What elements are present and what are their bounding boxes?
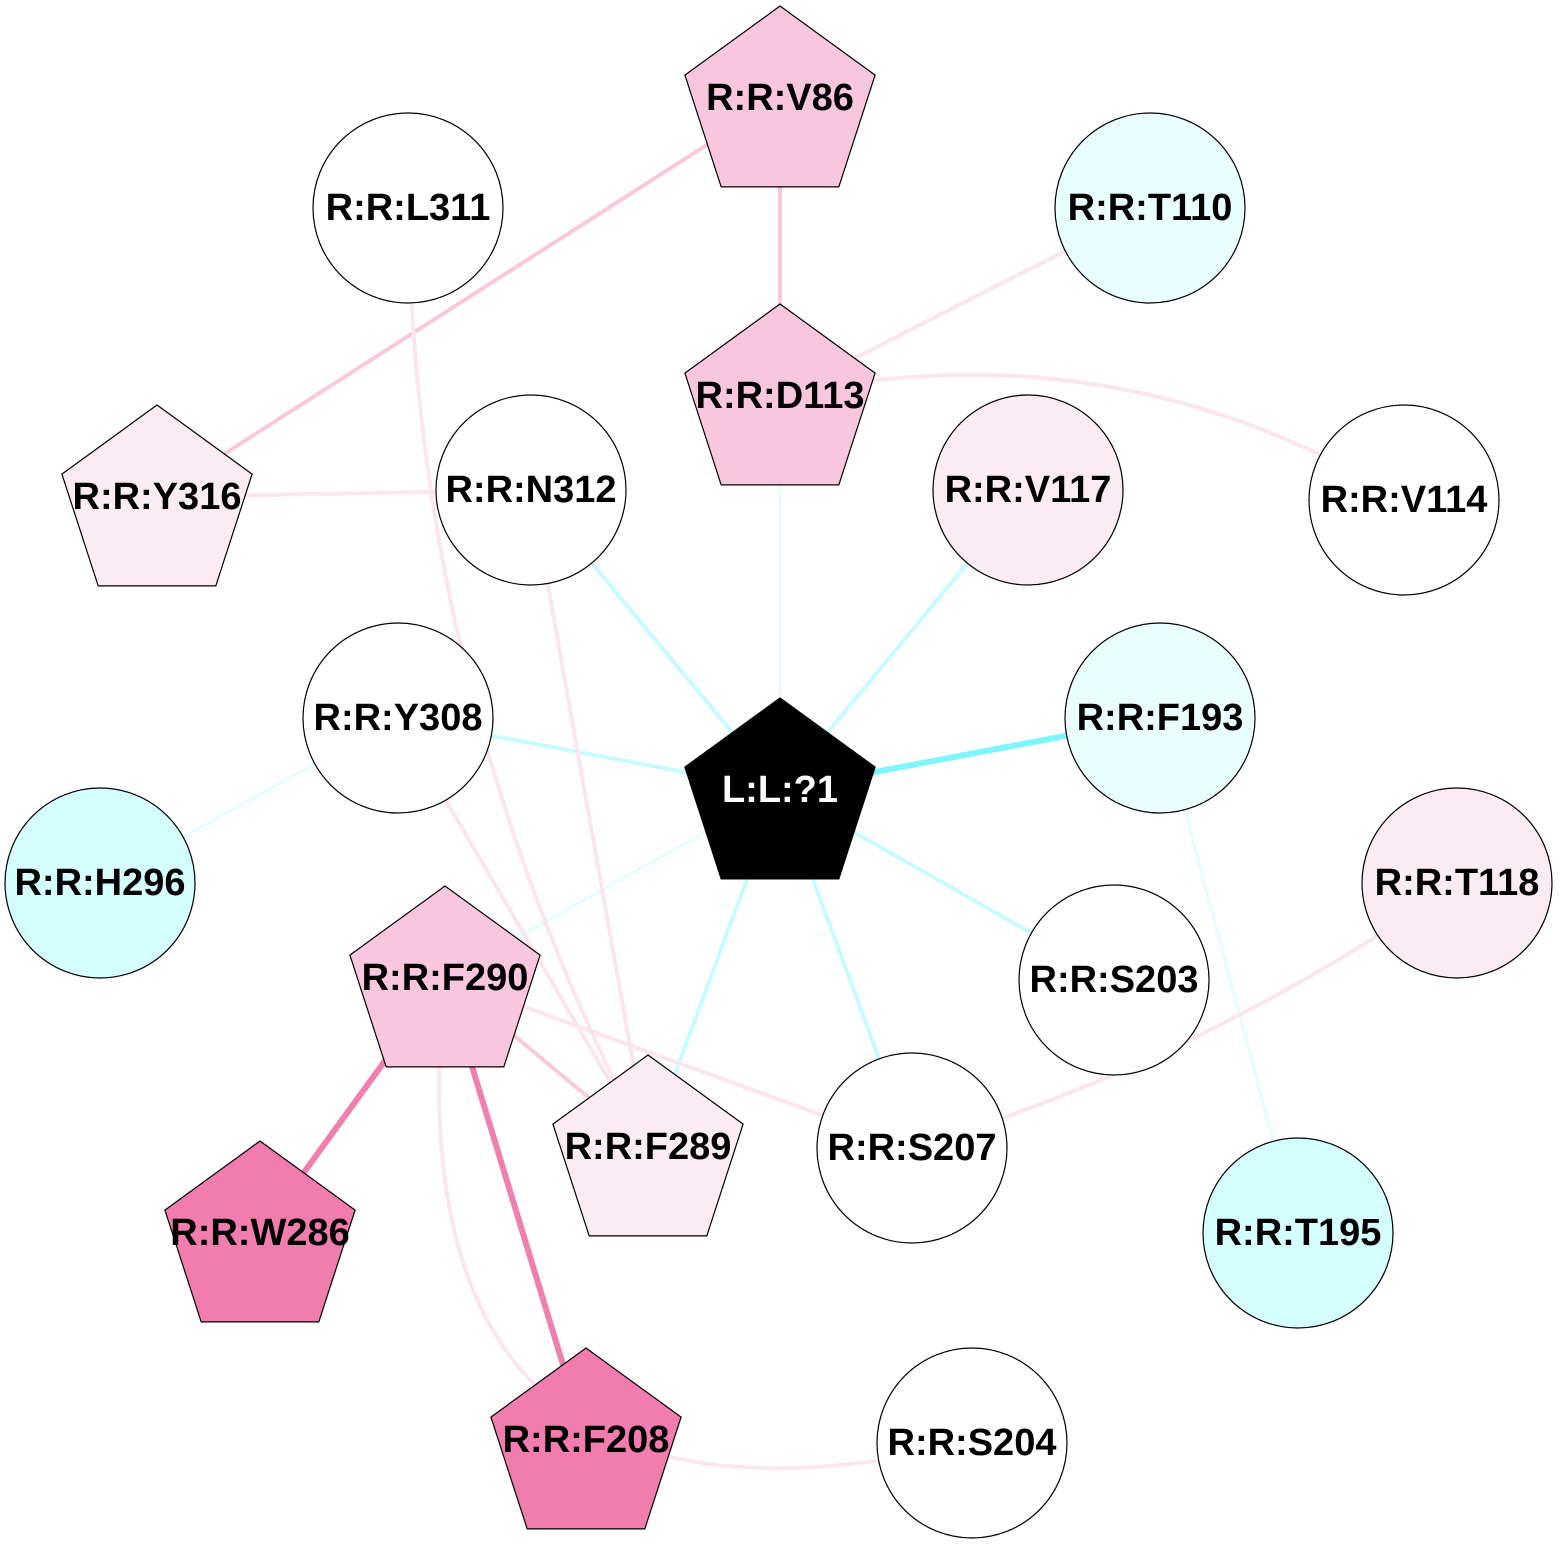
node-r-r-y308[interactable]: R:R:Y308 bbox=[302, 622, 494, 814]
node-label: R:R:F289 bbox=[565, 1126, 732, 1168]
node-circle bbox=[1202, 1137, 1394, 1329]
node-r-r-d113[interactable]: R:R:D113 bbox=[684, 303, 876, 486]
node-r-r-t118[interactable]: R:R:T118 bbox=[1361, 787, 1553, 979]
node-label: R:R:T195 bbox=[1215, 1212, 1382, 1254]
edge-r-r-n312-r-r-f289 bbox=[529, 489, 650, 1148]
node-circle bbox=[435, 394, 627, 586]
node-r-r-w286[interactable]: R:R:W286 bbox=[164, 1140, 356, 1323]
node-r-r-l311[interactable]: R:R:L311 bbox=[312, 112, 504, 304]
node-label: R:R:V114 bbox=[1321, 479, 1488, 521]
node-circle bbox=[4, 787, 196, 979]
node-label: R:R:S207 bbox=[828, 1127, 997, 1169]
node-label: R:R:S203 bbox=[1030, 959, 1199, 1001]
node-circle bbox=[302, 622, 494, 814]
node-circle bbox=[816, 1052, 1008, 1244]
node-pentagon bbox=[684, 5, 876, 188]
node-label: R:R:S204 bbox=[888, 1422, 1057, 1464]
node-circle bbox=[1054, 112, 1246, 304]
node-r-r-f208[interactable]: R:R:F208 bbox=[490, 1347, 682, 1530]
node-label: R:R:W286 bbox=[170, 1212, 349, 1254]
node-l-l-1[interactable]: L:L:?1 bbox=[684, 697, 876, 880]
node-pentagon bbox=[684, 303, 876, 486]
node-label: R:R:N312 bbox=[445, 469, 616, 511]
node-label: R:R:F208 bbox=[503, 1419, 670, 1461]
node-r-r-f290[interactable]: R:R:F290 bbox=[349, 885, 541, 1068]
node-r-r-s204[interactable]: R:R:S204 bbox=[876, 1347, 1068, 1539]
node-label: L:L:?1 bbox=[722, 769, 838, 811]
node-r-r-t195[interactable]: R:R:T195 bbox=[1202, 1137, 1394, 1329]
node-pentagon bbox=[164, 1140, 356, 1323]
node-r-r-v114[interactable]: R:R:V114 bbox=[1308, 404, 1500, 596]
node-pentagon bbox=[349, 885, 541, 1068]
node-pentagon bbox=[61, 404, 253, 587]
node-label: R:R:V86 bbox=[706, 77, 854, 119]
node-circle bbox=[1361, 787, 1553, 979]
node-r-r-t110[interactable]: R:R:T110 bbox=[1054, 112, 1246, 304]
node-label: R:R:Y316 bbox=[73, 476, 242, 518]
node-label: R:R:V117 bbox=[945, 469, 1112, 511]
node-label: R:R:H296 bbox=[14, 862, 185, 904]
edge-r-r-v86-r-r-y316 bbox=[155, 96, 782, 499]
node-r-r-h296[interactable]: R:R:H296 bbox=[4, 787, 196, 979]
node-circle bbox=[932, 394, 1124, 586]
node-pentagon bbox=[490, 1347, 682, 1530]
node-r-r-n312[interactable]: R:R:N312 bbox=[435, 394, 627, 586]
node-label: R:R:F290 bbox=[362, 957, 529, 999]
node-circle bbox=[1308, 404, 1500, 596]
node-r-r-v86[interactable]: R:R:V86 bbox=[684, 5, 876, 188]
node-pentagon bbox=[552, 1054, 744, 1237]
node-label: R:R:F193 bbox=[1077, 697, 1244, 739]
node-r-r-f289[interactable]: R:R:F289 bbox=[552, 1054, 744, 1237]
node-r-r-y316[interactable]: R:R:Y316 bbox=[61, 404, 253, 587]
node-label: R:R:T110 bbox=[1068, 187, 1233, 229]
node-circle bbox=[1018, 884, 1210, 1076]
node-circle bbox=[312, 112, 504, 304]
node-label: R:R:D113 bbox=[696, 375, 865, 417]
node-circle bbox=[1064, 622, 1256, 814]
node-r-r-f193[interactable]: R:R:F193 bbox=[1064, 622, 1256, 814]
node-r-r-v117[interactable]: R:R:V117 bbox=[932, 394, 1124, 586]
node-circle bbox=[876, 1347, 1068, 1539]
node-r-r-s207[interactable]: R:R:S207 bbox=[816, 1052, 1008, 1244]
node-r-r-s203[interactable]: R:R:S203 bbox=[1018, 884, 1210, 1076]
node-label: R:R:T118 bbox=[1375, 862, 1540, 904]
node-label: R:R:L311 bbox=[326, 187, 491, 229]
node-pentagon bbox=[684, 697, 876, 880]
node-label: R:R:Y308 bbox=[314, 697, 483, 739]
